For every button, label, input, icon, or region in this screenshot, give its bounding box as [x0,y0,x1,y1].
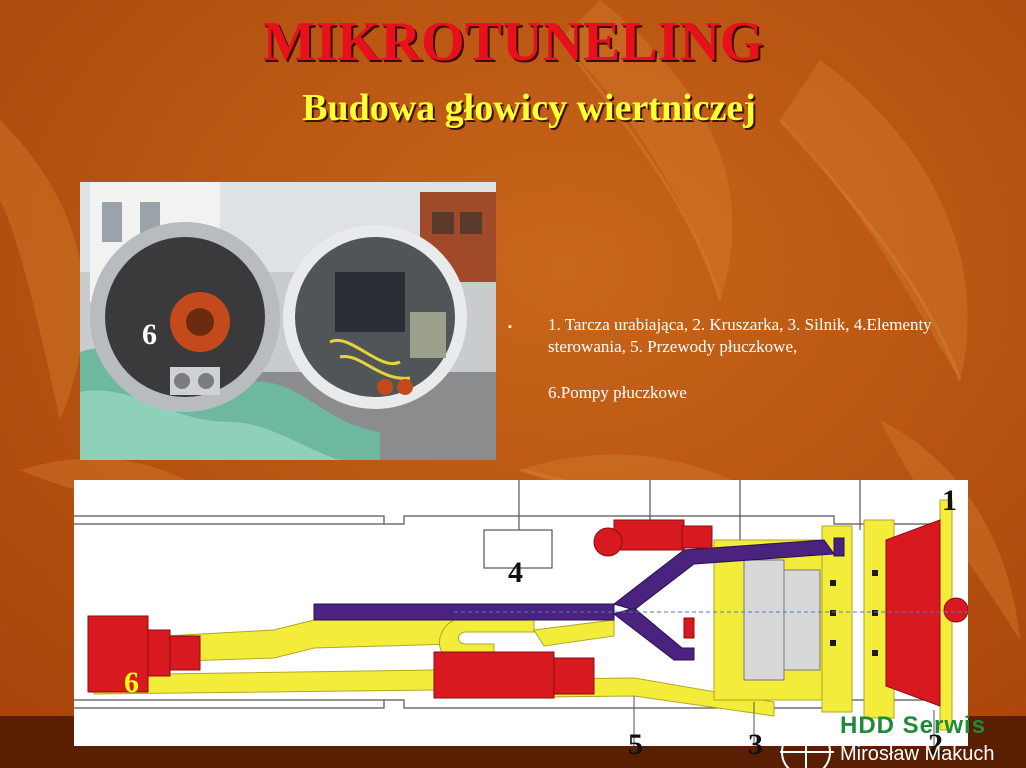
diagram-callout-2: 2 [928,728,943,761]
component-list-line-2: 6.Pompy płuczkowe [548,383,687,402]
diagram-callout-4: 4 [508,556,523,589]
photo-callout-6: 6 [142,318,157,351]
diagram-callout-6: 6 [124,666,139,699]
hdd-serwis-logo-icon [780,722,834,768]
diagram-callout-5: 5 [628,728,643,761]
drill-head-cross-section-diagram: 1 4 6 [74,480,969,746]
component-list-line-1: 1. Tarcza urabiająca, 2. Kruszarka, 3. S… [548,315,932,356]
slide-title: MIKROTUNELING [262,11,764,73]
logo-owner-name: Mirosław Makuch [840,743,995,765]
slide-subtitle: Budowa głowicy wiertniczej [302,87,756,129]
drill-head-photo: 6 [80,182,496,460]
logo-brand: HDD Serwis [840,712,987,739]
diagram-callout-3: 3 [748,728,763,761]
bullet-square-icon: ▪ [508,321,512,333]
diagram-callout-1: 1 [942,484,957,517]
